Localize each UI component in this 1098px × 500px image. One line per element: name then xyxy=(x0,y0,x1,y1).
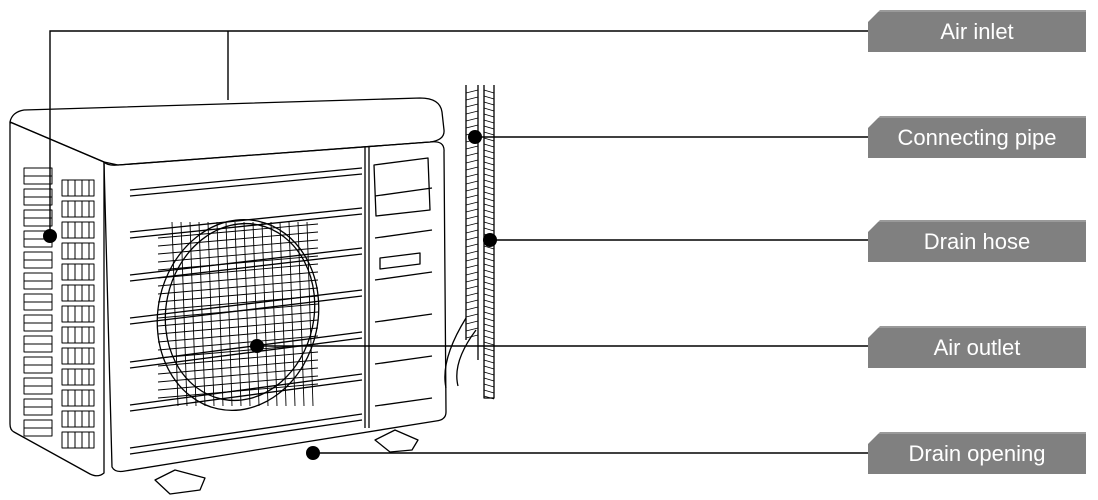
drain-bend xyxy=(444,317,477,389)
label-air-outlet: Air outlet xyxy=(868,326,1086,368)
unit-top-face xyxy=(9,97,445,166)
drain-opening-dot xyxy=(306,446,320,460)
label-air-inlet: Air inlet xyxy=(868,10,1086,52)
label-drain-opening: Drain opening xyxy=(868,432,1086,474)
front-foot xyxy=(154,469,206,495)
air-inlet-dot xyxy=(43,229,57,243)
control-box xyxy=(373,157,431,217)
label-connecting-pipe: Connecting pipe xyxy=(868,116,1086,158)
air-outlet-dot xyxy=(250,339,264,353)
connecting-pipe-dot xyxy=(468,130,482,144)
fan-grille-ring xyxy=(156,218,320,412)
label-drain-hose: Drain hose xyxy=(868,220,1086,262)
unit-left-face xyxy=(9,121,105,477)
air-inlet-leader xyxy=(49,30,870,236)
unit-front-face xyxy=(103,141,447,473)
drain-hose-dot xyxy=(483,233,497,247)
rear-foot xyxy=(374,429,419,453)
